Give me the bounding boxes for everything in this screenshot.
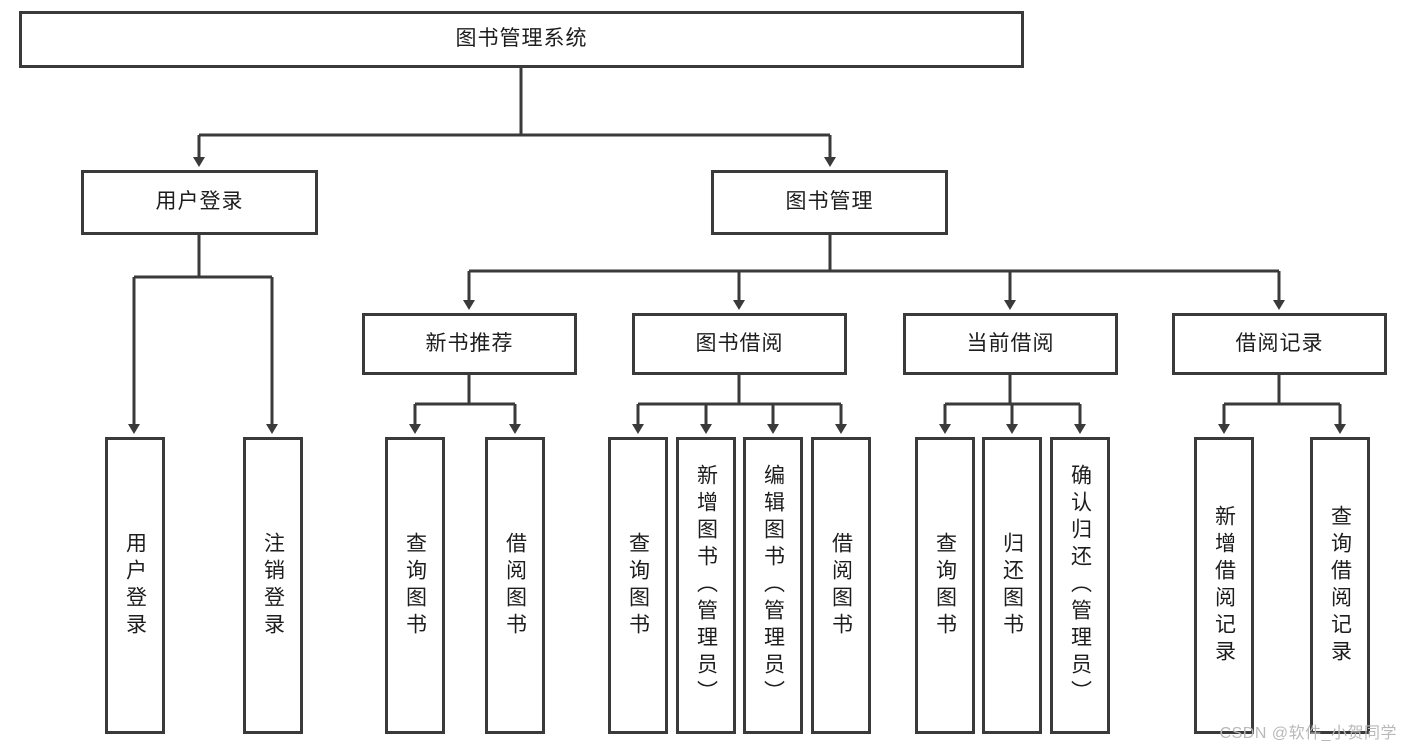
node-leaf-return-book-label: 归还图书 xyxy=(1000,531,1024,640)
node-root-label: 图书管理系统 xyxy=(455,27,588,51)
node-leaf-logout-label: 注销登录 xyxy=(261,531,285,640)
node-leaf-query-record-label: 查询借阅记录 xyxy=(1328,504,1352,667)
watermark: CSDN @软件_小贺同学 xyxy=(1219,725,1397,742)
node-leaf-logout[interactable]: 注销登录 xyxy=(243,437,303,734)
node-current-borrow[interactable]: 当前借阅 xyxy=(903,313,1118,375)
node-leaf-add-book-label: 新增图书（管理员） xyxy=(694,464,718,707)
node-new-book-recommend[interactable]: 新书推荐 xyxy=(362,313,577,375)
node-leaf-borrow-book-1-label: 借阅图书 xyxy=(503,531,527,640)
node-borrow-record-label: 借阅记录 xyxy=(1235,331,1324,355)
node-leaf-query-book-2[interactable]: 查询图书 xyxy=(608,437,668,734)
node-user-login[interactable]: 用户登录 xyxy=(81,170,318,235)
node-root[interactable]: 图书管理系统 xyxy=(19,11,1024,68)
node-book-management[interactable]: 图书管理 xyxy=(711,170,948,235)
node-book-borrow-label: 图书借阅 xyxy=(695,331,784,355)
node-leaf-return-book[interactable]: 归还图书 xyxy=(982,437,1042,734)
node-leaf-user-login[interactable]: 用户登录 xyxy=(105,437,165,734)
node-leaf-edit-book-label: 编辑图书（管理员） xyxy=(761,464,785,707)
node-leaf-confirm-return[interactable]: 确认归还（管理员） xyxy=(1050,437,1110,734)
node-leaf-query-book-3[interactable]: 查询图书 xyxy=(915,437,975,734)
node-leaf-query-book-2-label: 查询图书 xyxy=(626,531,650,640)
node-new-book-recommend-label: 新书推荐 xyxy=(425,331,514,355)
node-leaf-user-login-label: 用户登录 xyxy=(123,531,147,640)
node-leaf-add-book[interactable]: 新增图书（管理员） xyxy=(676,437,736,734)
node-borrow-record[interactable]: 借阅记录 xyxy=(1172,313,1387,375)
node-book-borrow[interactable]: 图书借阅 xyxy=(632,313,847,375)
node-leaf-add-record-label: 新增借阅记录 xyxy=(1212,504,1236,667)
node-current-borrow-label: 当前借阅 xyxy=(966,331,1055,355)
node-leaf-confirm-return-label: 确认归还（管理员） xyxy=(1068,464,1092,707)
node-leaf-query-book-1-label: 查询图书 xyxy=(403,531,427,640)
node-leaf-query-book-3-label: 查询图书 xyxy=(933,531,957,640)
node-book-management-label: 图书管理 xyxy=(785,190,874,214)
node-leaf-borrow-book-2[interactable]: 借阅图书 xyxy=(811,437,871,734)
node-leaf-add-record[interactable]: 新增借阅记录 xyxy=(1194,437,1254,734)
node-user-login-label: 用户登录 xyxy=(155,190,244,214)
node-leaf-edit-book[interactable]: 编辑图书（管理员） xyxy=(743,437,803,734)
node-leaf-query-record[interactable]: 查询借阅记录 xyxy=(1310,437,1370,734)
node-leaf-borrow-book-1[interactable]: 借阅图书 xyxy=(485,437,545,734)
node-leaf-query-book-1[interactable]: 查询图书 xyxy=(385,437,445,734)
node-leaf-borrow-book-2-label: 借阅图书 xyxy=(829,531,853,640)
